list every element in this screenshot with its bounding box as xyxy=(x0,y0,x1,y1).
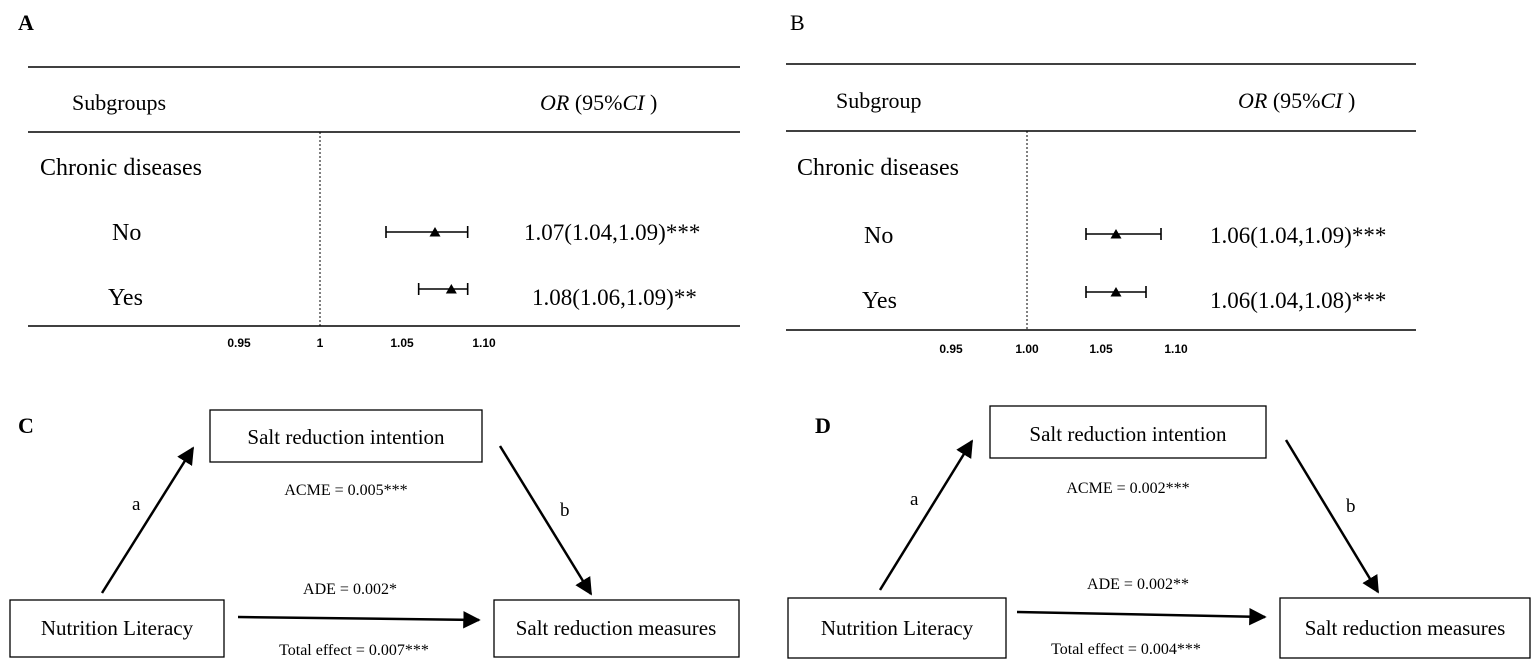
panel-b-row-value-no: 1.06(1.04,1.09)*** xyxy=(1210,223,1386,248)
panel-b-row-label-yes: Yes xyxy=(862,288,897,314)
panel-d-path-b-arrow xyxy=(1284,439,1380,594)
panel-c-path-b-arrow xyxy=(498,445,593,596)
panel-b-header-subgroup: Subgroup xyxy=(836,88,922,113)
panel-a-header-subgroups: Subgroups xyxy=(72,90,166,115)
panel-d-outcome-box xyxy=(1279,597,1531,659)
panel-a-tick-label: 1.05 xyxy=(390,336,414,350)
panel-b-tick-label: 1.10 xyxy=(1164,342,1188,356)
panel-a-row-value-yes: 1.08(1.06,1.09)** xyxy=(532,285,697,310)
panel-d-total-effect: Total effect = 0.004*** xyxy=(1051,641,1201,658)
panel-b-label: B xyxy=(790,10,805,35)
panel-d-direct-arrow xyxy=(1016,607,1267,626)
panel-c-direct-arrow xyxy=(237,611,481,629)
panel-d-path-a-label: a xyxy=(910,489,919,510)
panel-c-exposure-text: Nutrition Literacy xyxy=(41,616,194,640)
panel-a-tick-label: 0.95 xyxy=(227,336,251,350)
panel-a-tick-label: 1.10 xyxy=(472,336,496,350)
panel-a-header-or: OR (95%CI ) xyxy=(540,90,657,115)
panel-a-or-point-no xyxy=(429,227,441,237)
panel-d-mediator-text: Salt reduction intention xyxy=(1029,422,1227,446)
panel-b-row-value-yes: 1.06(1.04,1.08)*** xyxy=(1210,288,1386,313)
panel-c-outcome-box xyxy=(493,599,740,658)
panel-a-forest-marks xyxy=(385,226,469,295)
panel-b-tick-label: 0.95 xyxy=(939,342,963,356)
panel-d-outcome-text: Salt reduction measures xyxy=(1305,616,1506,640)
panel-b: B Subgroup OR (95%CI ) Chronic diseases … xyxy=(786,10,1416,356)
panel-a: A Subgroups OR (95%CI ) Chronic diseases… xyxy=(18,10,740,350)
panel-a-or-point-yes xyxy=(445,284,457,294)
panel-b-group-title: Chronic diseases xyxy=(797,155,959,181)
panel-c-total-effect: Total effect = 0.007*** xyxy=(279,642,429,659)
panel-a-group-title: Chronic diseases xyxy=(40,155,202,181)
panel-d-ade: ADE = 0.002** xyxy=(1087,576,1189,593)
panel-d: D Salt reduction intention Nutrition Lit… xyxy=(787,405,1531,659)
panel-d-label: D xyxy=(815,413,831,438)
panel-c: C Salt reduction intention Nutrition Lit… xyxy=(9,409,740,659)
panel-d-path-a-arrow xyxy=(878,439,974,591)
panel-a-row-label-no: No xyxy=(112,220,141,246)
panel-b-tick-label: 1.05 xyxy=(1089,342,1113,356)
panel-c-exposure-box xyxy=(9,599,225,658)
panel-b-header-or: OR (95%CI ) xyxy=(1238,88,1355,113)
panel-c-label: C xyxy=(18,413,34,438)
panel-b-tick-label: 1.00 xyxy=(1015,342,1039,356)
panel-d-exposure-box xyxy=(787,597,1007,659)
panel-c-ade: ADE = 0.002* xyxy=(303,581,397,598)
panel-d-path-b-label: b xyxy=(1346,496,1356,517)
panel-d-mediator-box xyxy=(989,405,1267,459)
panel-b-row-label-no: No xyxy=(864,223,893,249)
panel-a-row-value-no: 1.07(1.04,1.09)*** xyxy=(524,220,700,245)
panel-c-outcome-text: Salt reduction measures xyxy=(516,616,717,640)
panel-c-path-b-label: b xyxy=(560,500,570,521)
panel-c-mediator-box xyxy=(209,409,483,463)
panel-d-exposure-text: Nutrition Literacy xyxy=(821,616,974,640)
panel-d-acme: ACME = 0.002*** xyxy=(1066,480,1189,497)
panel-c-path-a-label: a xyxy=(132,494,141,515)
panel-c-acme: ACME = 0.005*** xyxy=(284,482,407,499)
panel-c-path-a-arrow xyxy=(100,446,195,594)
panel-b-or-point-yes xyxy=(1110,287,1122,297)
panel-b-or-point-no xyxy=(1110,229,1122,239)
panel-a-label: A xyxy=(18,10,34,35)
panel-b-forest-marks xyxy=(1085,228,1162,298)
panel-a-row-label-yes: Yes xyxy=(108,285,143,311)
panel-a-tick-label: 1 xyxy=(317,336,324,350)
panel-c-mediator-text: Salt reduction intention xyxy=(247,425,445,449)
